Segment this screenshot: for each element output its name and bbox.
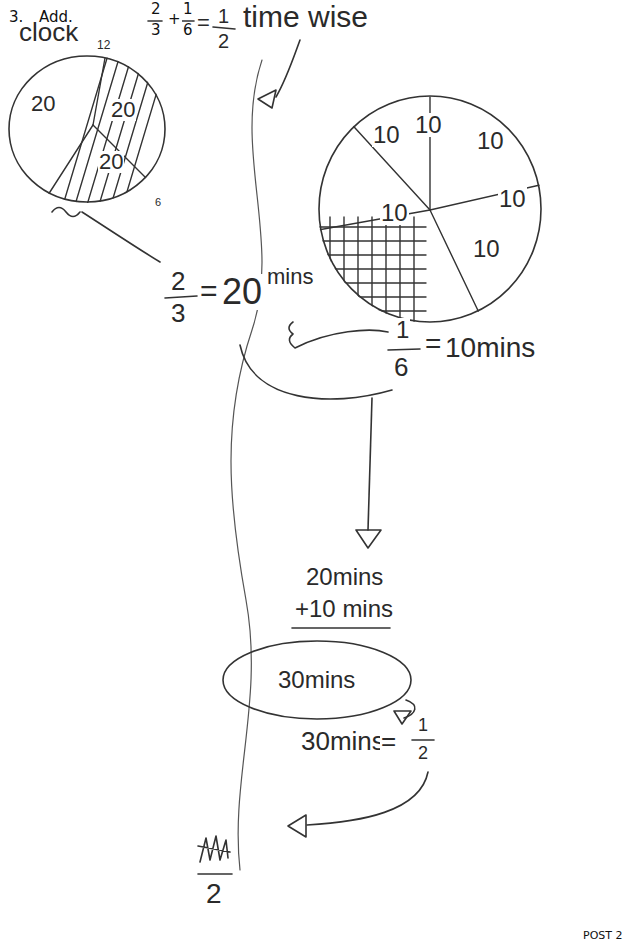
hatch-stroke bbox=[63, 55, 108, 205]
fraction-bar bbox=[165, 296, 197, 298]
clock-circle: 10 10 10 10 10 10 bbox=[318, 95, 542, 323]
minutes-value: 10mins bbox=[444, 334, 536, 362]
hatch-stroke bbox=[357, 217, 358, 323]
fraction-part: 6 bbox=[393, 354, 409, 380]
fraction-bar bbox=[388, 349, 420, 350]
hatch-stroke bbox=[99, 55, 144, 205]
fraction-bar bbox=[412, 739, 434, 741]
hatch-stroke bbox=[318, 210, 430, 230]
clock-number: 6 bbox=[154, 197, 162, 208]
sum-line-text: 20mins bbox=[305, 565, 384, 589]
arrow-line bbox=[368, 398, 372, 530]
hatch-stroke bbox=[318, 226, 426, 227]
minutes-value: 10 bbox=[414, 113, 443, 137]
fraction-part: 1 bbox=[417, 716, 429, 734]
hatch-stroke bbox=[75, 55, 120, 205]
fraction-part: 2 bbox=[150, 2, 162, 17]
outline bbox=[223, 641, 411, 719]
arrow-head bbox=[288, 815, 306, 837]
operator: = bbox=[380, 728, 397, 754]
hatching bbox=[318, 97, 540, 323]
hatch-stroke bbox=[318, 310, 426, 311]
fraction-part: 3 bbox=[170, 300, 186, 326]
circle-outline bbox=[8, 55, 166, 203]
fraction-part: 6 bbox=[182, 23, 194, 38]
clock-circle: clock122020206 bbox=[8, 55, 166, 203]
hatch-stroke bbox=[318, 268, 426, 269]
fraction-part: 2 bbox=[417, 744, 429, 762]
fraction-part: 2 bbox=[170, 268, 186, 294]
circled-answer: 30mins bbox=[222, 640, 412, 720]
unit: mins bbox=[266, 266, 314, 288]
hatch-stroke bbox=[318, 296, 426, 297]
hatching bbox=[48, 55, 168, 205]
wavy-guide-line bbox=[231, 60, 262, 870]
sum-line-text: +10 mins bbox=[294, 597, 394, 621]
hatch-stroke bbox=[318, 254, 426, 255]
fraction-part: 2 bbox=[205, 880, 223, 908]
hatch-stroke bbox=[111, 55, 156, 205]
hatch-stroke bbox=[123, 55, 168, 205]
hatch-stroke bbox=[318, 240, 426, 241]
hatch-stroke bbox=[413, 217, 414, 323]
leader-line bbox=[82, 212, 160, 262]
minutes-value: 10 bbox=[498, 187, 527, 211]
arrow-line bbox=[404, 700, 415, 718]
brace-stroke bbox=[289, 322, 388, 348]
page-footer: POST 2 bbox=[582, 930, 624, 941]
fraction-bar bbox=[213, 27, 235, 29]
minutes-value: 10 bbox=[476, 129, 505, 153]
arrow-head bbox=[394, 711, 411, 724]
hatch-stroke bbox=[318, 282, 426, 283]
question-number: 3. bbox=[8, 10, 24, 25]
fraction-part: 1 bbox=[182, 2, 194, 17]
fraction-bar bbox=[148, 20, 162, 22]
hatch-stroke bbox=[430, 185, 540, 210]
arrow-line bbox=[307, 772, 428, 825]
minutes-value: 10 bbox=[372, 123, 401, 147]
hatch-stroke bbox=[329, 217, 330, 323]
fraction-part: 1 bbox=[217, 6, 230, 26]
answer-text: 30mins bbox=[277, 668, 356, 692]
arrow-head bbox=[258, 90, 276, 108]
minutes-value: 20 bbox=[110, 99, 136, 121]
fraction-part: 2 bbox=[217, 31, 230, 51]
instruction: Add. bbox=[38, 10, 74, 25]
handwritten-note: time wise bbox=[242, 2, 369, 32]
outline bbox=[9, 56, 165, 202]
minutes-value: 20 bbox=[30, 93, 56, 115]
operator: = bbox=[196, 12, 211, 34]
fraction-bar bbox=[198, 873, 232, 875]
minutes-value: 20 bbox=[98, 151, 124, 173]
hatch-stroke bbox=[93, 58, 105, 125]
sum-line bbox=[292, 627, 390, 629]
fraction-bar bbox=[180, 20, 194, 22]
minutes-value: 30mins bbox=[300, 728, 386, 754]
hatch-stroke bbox=[87, 55, 132, 205]
minutes-value: 10 bbox=[380, 201, 409, 225]
operator: = bbox=[199, 276, 219, 306]
bracket-curve bbox=[240, 345, 392, 399]
operator: + bbox=[167, 12, 182, 27]
hatch-stroke bbox=[48, 125, 93, 195]
clock-number: 12 bbox=[96, 39, 111, 51]
scribbled-numerator bbox=[198, 836, 230, 862]
operator: = bbox=[424, 330, 442, 358]
arrow-head bbox=[356, 530, 381, 548]
squiggle bbox=[52, 208, 80, 217]
minutes-value: 10 bbox=[472, 237, 501, 261]
hatch-stroke bbox=[343, 217, 344, 323]
fraction-part: 3 bbox=[150, 23, 162, 38]
time-wise-arrow bbox=[276, 40, 300, 97]
hatch-stroke bbox=[430, 210, 483, 321]
minutes-value: 20 bbox=[221, 274, 263, 310]
hatch-stroke bbox=[399, 217, 400, 323]
hatch-stroke bbox=[371, 217, 372, 323]
fraction-part: 1 bbox=[395, 318, 410, 342]
hatch-stroke bbox=[385, 217, 386, 323]
outline bbox=[319, 96, 541, 322]
